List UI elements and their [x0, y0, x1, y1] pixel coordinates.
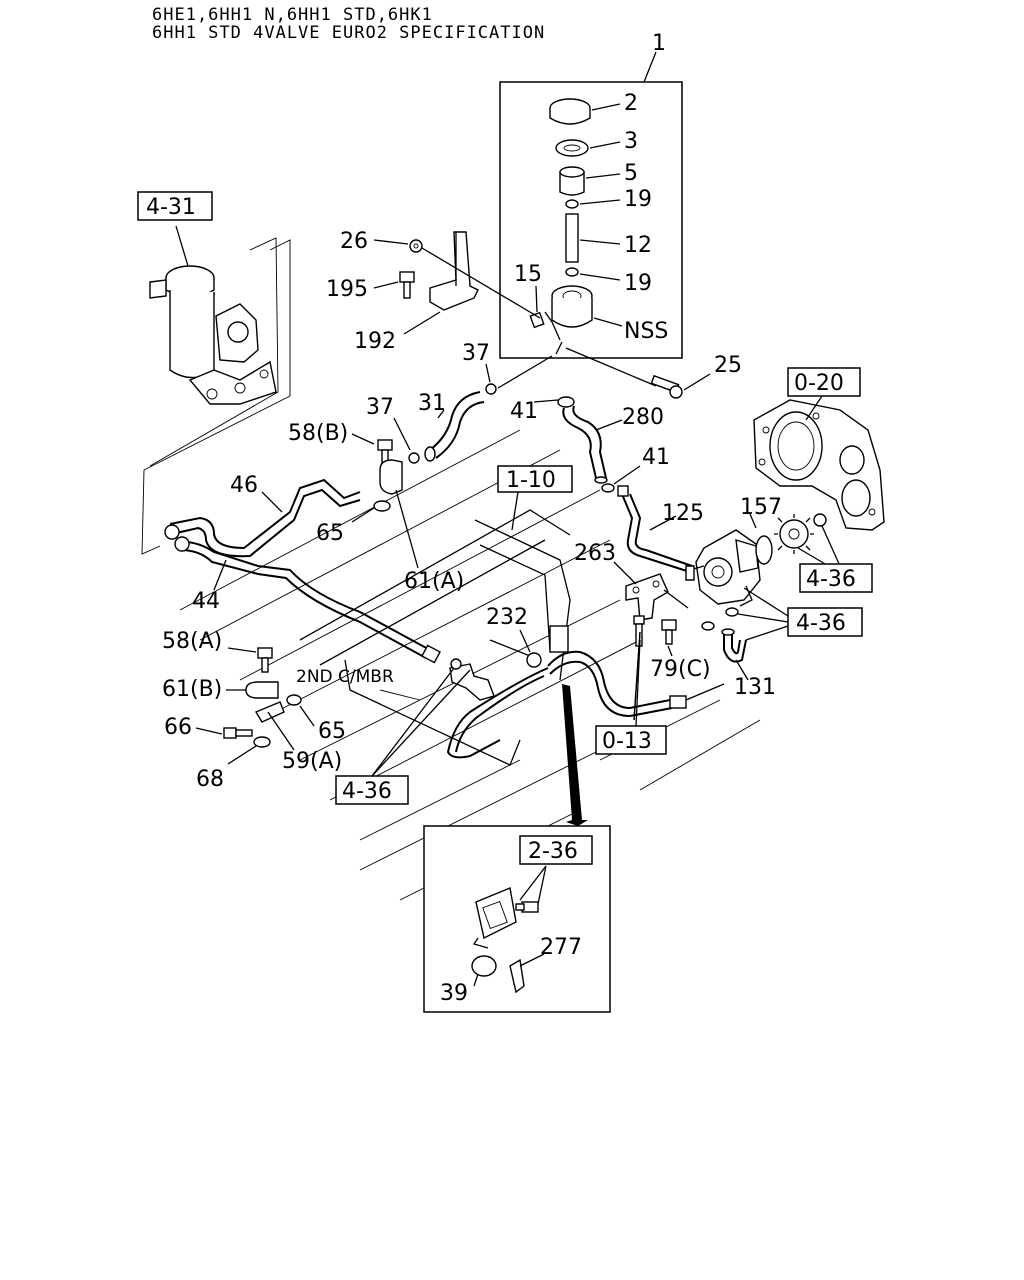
callout-65b: 65 — [318, 719, 346, 744]
o-ring-157 — [755, 535, 773, 565]
callout-5: 5 — [624, 161, 638, 186]
ref-4-31-label: 4-31 — [146, 195, 196, 220]
callout-2: 2 — [624, 91, 638, 116]
clamp-61a: 58(B) 65 61(A) — [288, 421, 464, 594]
washer-65a — [373, 500, 391, 512]
bolt-66 — [223, 727, 237, 739]
nut-68 — [253, 736, 271, 748]
hose-280: 41 280 — [510, 396, 664, 484]
ref-4-31: 4-31 — [137, 191, 213, 221]
crossmember-label: 2ND C/MBR — [296, 667, 394, 687]
callout-37-lower: 37 — [366, 395, 394, 420]
ref-4-36-label-b: 4-36 — [796, 611, 846, 636]
callout-263: 263 — [574, 541, 616, 566]
fuel-line-to-pump: 232 — [446, 605, 725, 759]
ref-0-13: 0-13 — [595, 639, 667, 755]
ref-0-13-label: 0-13 — [602, 729, 652, 754]
ref-0-20-label: 0-20 — [794, 371, 844, 396]
callout-46: 46 — [230, 473, 258, 498]
callout-58a: 58(A) — [162, 629, 222, 654]
callout-1: 1 — [652, 31, 666, 56]
bracket-263: 263 79(C) — [574, 541, 711, 682]
clamp-37b — [408, 452, 420, 464]
callout-195: 195 — [326, 277, 368, 302]
callout-61b: 61(B) — [162, 677, 222, 702]
fuel-filter-assembly: 1 2 3 5 19 12 19 NSS — [499, 31, 683, 359]
bracket-group: 26 195 192 — [326, 229, 541, 354]
callout-15: 15 — [514, 262, 542, 287]
bolt-79c — [661, 619, 677, 631]
callout-3: 3 — [624, 129, 638, 154]
ref-4-36-label-a: 4-36 — [806, 567, 856, 592]
clamp-37a — [485, 383, 497, 395]
bolt-58a — [257, 647, 273, 659]
filter-element-part — [559, 171, 585, 196]
callout-12: 12 — [624, 233, 652, 258]
callout-44: 44 — [192, 589, 220, 614]
ref-4-36-right-b: 4-36 — [787, 607, 863, 637]
callout-58b: 58(B) — [288, 421, 348, 446]
callout-232: 232 — [486, 605, 528, 630]
clamp-set-lower: 58(A) 61(B) 65 66 68 59(A) — [162, 629, 346, 792]
ref-2-36-label: 2-36 — [528, 839, 578, 864]
header-line-1: 6HE1,6HH1 N,6HH1 STD,6HK1 — [152, 5, 433, 25]
callout-41-top: 41 — [510, 399, 538, 424]
callout-79c: 79(C) — [650, 657, 711, 682]
detail-inset: 2-36 39 277 — [423, 684, 611, 1013]
callout-nss: NSS — [624, 319, 668, 344]
ref-4-36-bottom: 4-36 — [335, 667, 471, 805]
center-tube-part — [565, 213, 579, 263]
feed-pump: 157 — [685, 495, 841, 631]
callout-65a: 65 — [316, 521, 344, 546]
ref-4-36-label-c: 4-36 — [342, 779, 392, 804]
callout-131: 131 — [734, 675, 776, 700]
sub-assembly-4-31 — [141, 225, 291, 555]
callout-157: 157 — [740, 495, 782, 520]
callout-125: 125 — [662, 501, 704, 526]
callout-19-top: 19 — [624, 187, 652, 212]
detail-pointer — [562, 684, 588, 826]
callout-59a: 59(A) — [282, 749, 342, 774]
ref-4-36-right-a: 4-36 — [799, 563, 873, 593]
callout-277: 277 — [540, 935, 582, 960]
callout-41-lower: 41 — [642, 445, 670, 470]
washer-65b — [286, 694, 302, 706]
callout-192: 192 — [354, 329, 396, 354]
grommet-232 — [526, 652, 542, 668]
pipes-44-46: 46 44 — [164, 473, 441, 664]
callout-37-top: 37 — [462, 341, 490, 366]
nut-26 — [409, 239, 423, 253]
clamp-61b — [245, 681, 279, 699]
hose-131: 131 — [721, 625, 789, 700]
gear-part — [779, 519, 809, 549]
o-ring-top-part — [565, 199, 579, 209]
pipe-125: 41 125 — [601, 445, 704, 573]
callout-39: 39 — [440, 981, 468, 1006]
callout-19-bottom: 19 — [624, 271, 652, 296]
bolt-277 — [509, 958, 525, 994]
callout-61a: 61(A) — [404, 569, 464, 594]
bolt-195 — [399, 271, 415, 283]
hose-31: 37 31 37 — [366, 341, 553, 464]
clamp-41a — [557, 396, 575, 408]
fitting-39 — [471, 955, 497, 977]
o-ring-bottom-part — [565, 267, 579, 277]
clamp-41b — [601, 483, 615, 493]
seal-ring-part — [555, 139, 589, 157]
header-line-2: 6HH1 STD 4VALVE EURO2 SPECIFICATION — [152, 23, 545, 43]
callout-31: 31 — [418, 391, 446, 416]
ref-1-10-label: 1-10 — [506, 468, 556, 493]
callout-68: 68 — [196, 767, 224, 792]
callout-280: 280 — [622, 405, 664, 430]
callout-25: 25 — [714, 353, 742, 378]
ref-1-10: 1-10 — [497, 465, 573, 531]
callout-26: 26 — [340, 229, 368, 254]
callout-66: 66 — [164, 715, 192, 740]
gear-case-0-20 — [753, 395, 885, 531]
ref-0-20: 0-20 — [787, 367, 861, 397]
bolt-25: 25 — [565, 347, 742, 399]
